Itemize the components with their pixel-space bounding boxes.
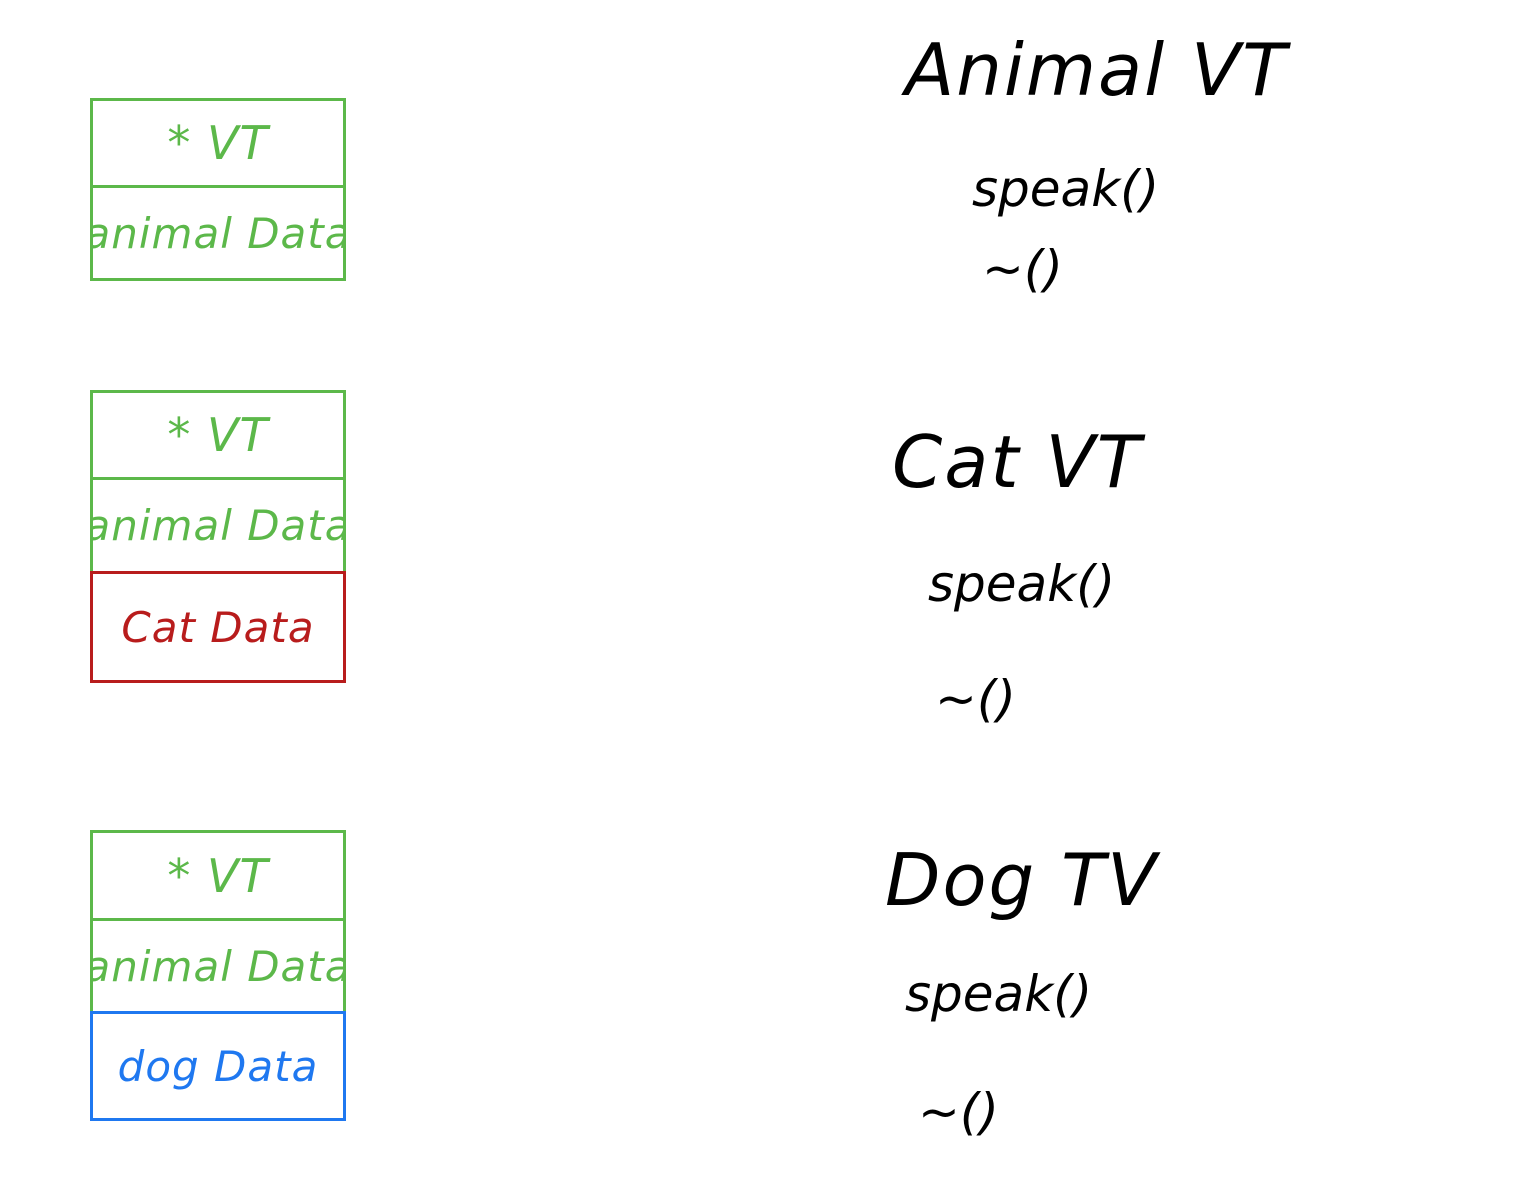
vtable-entry-destructor: ~() [918,1083,999,1141]
vtable-title: Animal VT [905,28,1289,112]
vtable-entry-speak: speak() [905,965,1093,1023]
animal-data-cell: animal Data [90,185,346,281]
dog-data-cell: dog Data [90,1011,346,1121]
vtable-pointer-cell: * VT [90,830,346,921]
vtable-title: Dog TV [885,838,1159,922]
vtable-pointer-cell: * VT [90,98,346,188]
vtable-entry-speak: speak() [972,160,1160,218]
vtable-entry-speak: speak() [928,555,1116,613]
vtable-entry-destructor: ~() [935,670,1016,728]
animal-data-cell: animal Data [90,918,346,1014]
vtable-entry-destructor: ~() [982,240,1063,298]
cat-data-cell: Cat Data [90,571,346,683]
animal-data-cell: animal Data [90,477,346,574]
vtable-pointer-cell: * VT [90,390,346,480]
vtable-title: Cat VT [892,420,1143,504]
